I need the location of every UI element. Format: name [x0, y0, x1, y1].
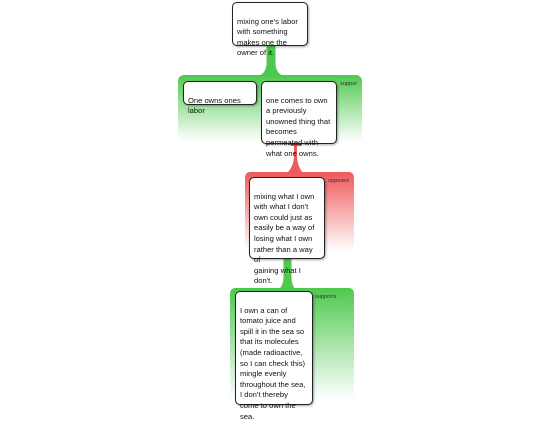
rebuttal-label: supports [315, 294, 337, 300]
claim-box[interactable]: mixing one's labor with something makes … [232, 2, 308, 57]
support-connector [256, 45, 286, 77]
reason-box-2[interactable]: one comes to own a previously unowned th… [261, 81, 337, 158]
oppose-connector [286, 143, 304, 174]
reason-text-2: one comes to own a previously unowned th… [266, 95, 331, 158]
reason-text-1: One owns ones labor [188, 95, 241, 116]
rebuttal-connector [276, 258, 298, 291]
reason-box-1[interactable]: One owns ones labor [183, 81, 257, 115]
rebuttal-text: I own a can of tomato juice and spill it… [240, 305, 306, 421]
oppose-connector-anchor [291, 143, 301, 146]
objection-text: mixing what I own with what I don't own … [254, 191, 315, 286]
claim-text: mixing one's labor with something makes … [237, 16, 298, 58]
support-label: suppor [340, 81, 358, 87]
objection-box[interactable]: mixing what I own with what I don't own … [249, 177, 325, 285]
objection-label: opposes [328, 178, 350, 184]
rebuttal-box[interactable]: I own a can of tomato juice and spill it… [235, 291, 313, 421]
